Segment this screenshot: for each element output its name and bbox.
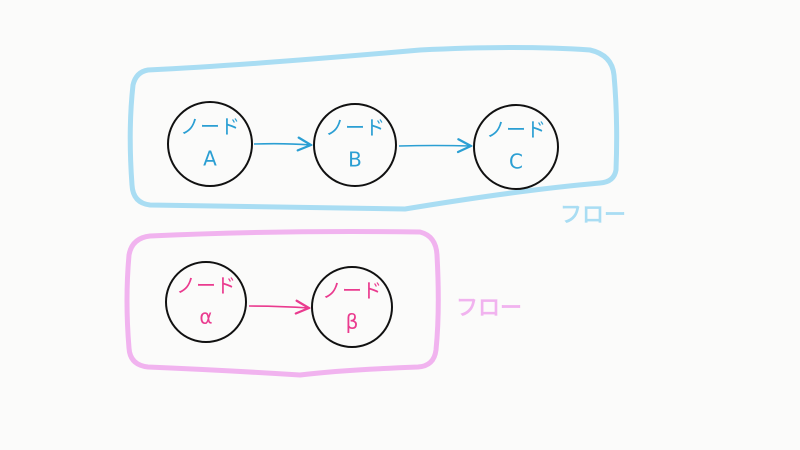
node-beta: ノード β — [311, 266, 393, 348]
arrow-b-to-c — [398, 146, 471, 147]
node-circle — [167, 101, 253, 187]
flow-container-blue — [127, 45, 620, 212]
node-label-line1: ノード — [180, 115, 240, 139]
node-circle — [165, 261, 247, 343]
node-label-line1: ノード — [176, 274, 236, 298]
node-circle — [311, 266, 393, 348]
arrow-a-to-b — [253, 144, 311, 145]
node-a: ノード A — [167, 101, 253, 187]
node-b: ノード B — [313, 103, 397, 187]
node-label-line2: C — [509, 150, 523, 174]
node-label-line2: A — [203, 147, 217, 171]
node-label-line1: ノード — [325, 116, 385, 140]
flow-label-pink: フロー — [456, 296, 522, 321]
arrow-alpha-to-beta — [248, 306, 309, 308]
flow-label-blue: フロー — [560, 203, 626, 228]
node-label-line1: ノード — [486, 118, 546, 142]
node-label-line2: β — [346, 310, 359, 334]
node-c: ノード C — [473, 104, 559, 190]
node-circle — [313, 103, 397, 187]
flow-container-pink — [124, 229, 441, 378]
node-label-line1: ノード — [322, 279, 382, 303]
node-alpha: ノード α — [165, 261, 247, 343]
flow-group-pink: ノード α ノード β フロー — [124, 229, 522, 378]
node-circle — [473, 104, 559, 190]
node-label-line2: B — [348, 148, 362, 172]
node-label-line2: α — [199, 305, 212, 329]
flow-group-blue: ノード A ノード B ノード C フロー — [127, 45, 626, 228]
